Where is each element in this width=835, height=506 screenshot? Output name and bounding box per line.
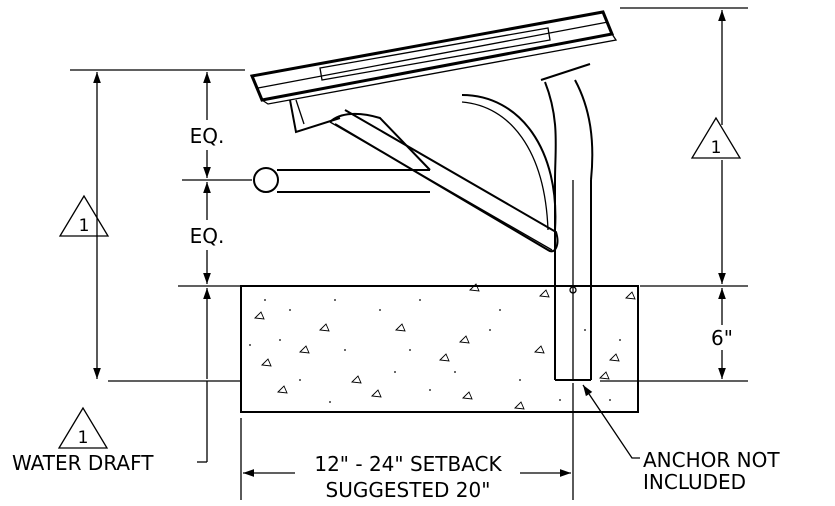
water-draft-label: WATER DRAFT — [12, 451, 154, 475]
eq-label-top: EQ. — [190, 124, 225, 148]
concrete-dock — [240, 283, 639, 413]
revision-number: 1 — [711, 138, 722, 158]
revision-number: 1 — [78, 428, 89, 448]
setback-label: 12" - 24" SETBACK — [314, 452, 502, 476]
eq-label-bottom: EQ. — [190, 224, 225, 248]
seat-slot — [319, 27, 551, 81]
six-inch-label: 6" — [711, 326, 733, 350]
extension-lines — [70, 7, 748, 500]
dimension-lines — [93, 9, 726, 477]
setback-suggested-label: SUGGESTED 20" — [326, 478, 491, 502]
rail-end-cap — [253, 167, 279, 193]
anchor-hole — [569, 286, 577, 294]
revision-number: 1 — [79, 216, 90, 236]
revision-triangle-right: 1 — [690, 116, 742, 159]
anchor-label: ANCHOR NOT — [643, 448, 780, 472]
revision-triangle-left: 1 — [58, 194, 110, 237]
bench-frame — [253, 63, 594, 253]
anchor-included-label: INCLUDED — [643, 470, 746, 494]
seat-panel — [249, 10, 618, 105]
concrete-dots — [249, 299, 621, 403]
concrete-texture — [254, 283, 636, 410]
anchor-post — [554, 180, 592, 381]
revision-triangle-bottom: 1 — [57, 406, 109, 449]
